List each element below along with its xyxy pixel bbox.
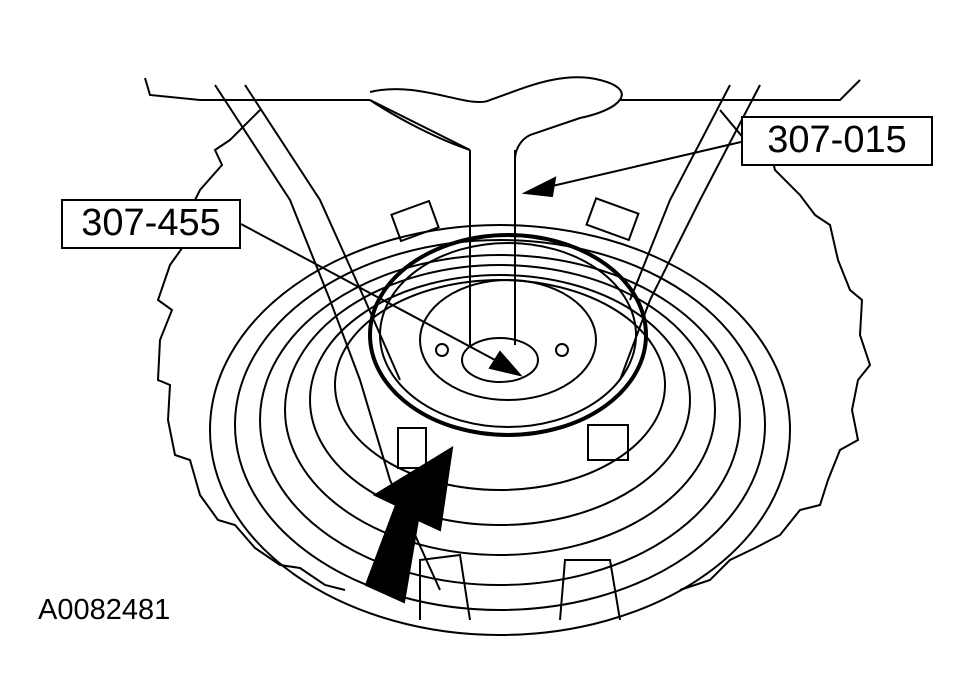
figure-id: A0082481 bbox=[38, 594, 171, 626]
hub-center bbox=[461, 337, 539, 383]
drum-ring bbox=[309, 274, 691, 526]
housing-bottom bbox=[419, 553, 471, 621]
drum-ring bbox=[259, 254, 741, 586]
callout-label-307-455: 307-455 bbox=[61, 199, 241, 249]
snap-ring bbox=[368, 233, 648, 437]
leader-arrowhead-307-455 bbox=[488, 350, 523, 377]
hub-hole bbox=[555, 343, 569, 357]
drum-lug bbox=[390, 199, 440, 243]
drum-lug bbox=[585, 197, 640, 242]
drum-lug bbox=[397, 427, 427, 469]
drum-teeth-left bbox=[156, 109, 346, 591]
hub-hole bbox=[435, 343, 449, 357]
compressor-bridge-right bbox=[619, 84, 761, 381]
compressor-bridge-right-inner bbox=[629, 84, 731, 301]
drum-lug bbox=[587, 424, 629, 461]
leader-arrowhead-307-015 bbox=[521, 176, 557, 198]
drum-ring bbox=[284, 264, 716, 556]
callout-label-307-015: 307-015 bbox=[741, 116, 933, 166]
leader-line-307-015 bbox=[534, 141, 742, 191]
leader-line-307-455 bbox=[240, 223, 511, 369]
drum-ring bbox=[209, 224, 791, 636]
housing-outline bbox=[144, 77, 370, 101]
housing-outline-right bbox=[620, 79, 861, 101]
drum-teeth-right bbox=[679, 109, 872, 591]
direction-arrow bbox=[364, 446, 454, 604]
compressor-bridge-left-inner bbox=[244, 84, 401, 381]
drum-ring bbox=[234, 239, 766, 611]
housing-bottom-right bbox=[559, 559, 621, 621]
hub-ring bbox=[419, 279, 597, 401]
